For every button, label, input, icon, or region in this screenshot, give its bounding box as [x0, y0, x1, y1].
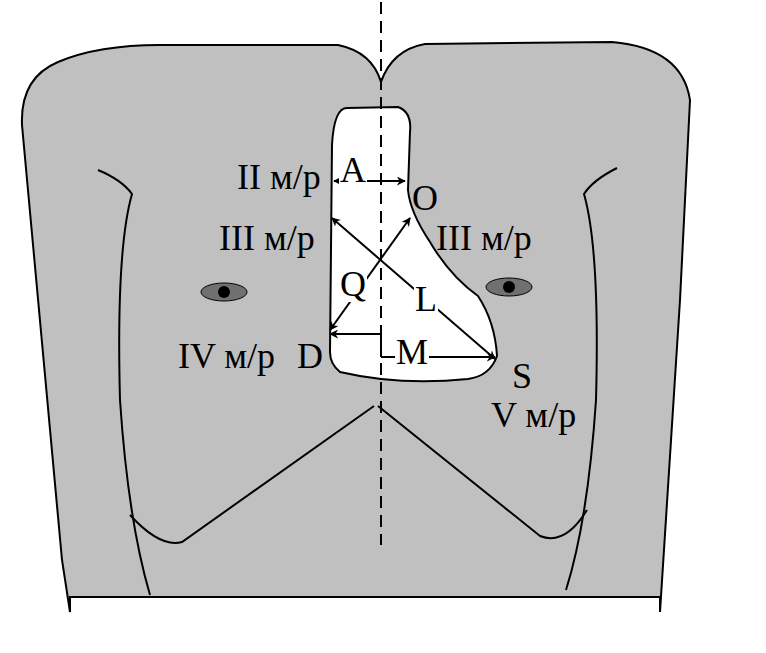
- intercostal-label: II м/р: [236, 159, 322, 195]
- nipple-dot: [503, 281, 515, 293]
- dimension-label: L: [414, 281, 438, 317]
- point-label: D: [296, 338, 324, 374]
- nipple-dot: [218, 286, 230, 298]
- point-label: O: [411, 180, 439, 216]
- point-label: A: [339, 152, 367, 188]
- point-label: Q: [339, 266, 367, 302]
- torso-outline: [22, 42, 690, 612]
- intercostal-label: III м/р: [218, 220, 316, 256]
- left-costal-arch: [130, 406, 374, 543]
- left-arm-line: [98, 170, 150, 595]
- intercostal-label: IV м/р: [177, 338, 276, 374]
- nipple: [486, 278, 532, 296]
- intercostal-label: III м/р: [435, 220, 533, 256]
- intercostal-label: V м/р: [490, 397, 577, 433]
- tick: [380, 334, 382, 357]
- point-label: S: [511, 358, 533, 394]
- arrow-d: [330, 333, 381, 335]
- dimension-label: M: [395, 334, 429, 370]
- midline: [380, 2, 382, 545]
- nipple: [201, 283, 247, 301]
